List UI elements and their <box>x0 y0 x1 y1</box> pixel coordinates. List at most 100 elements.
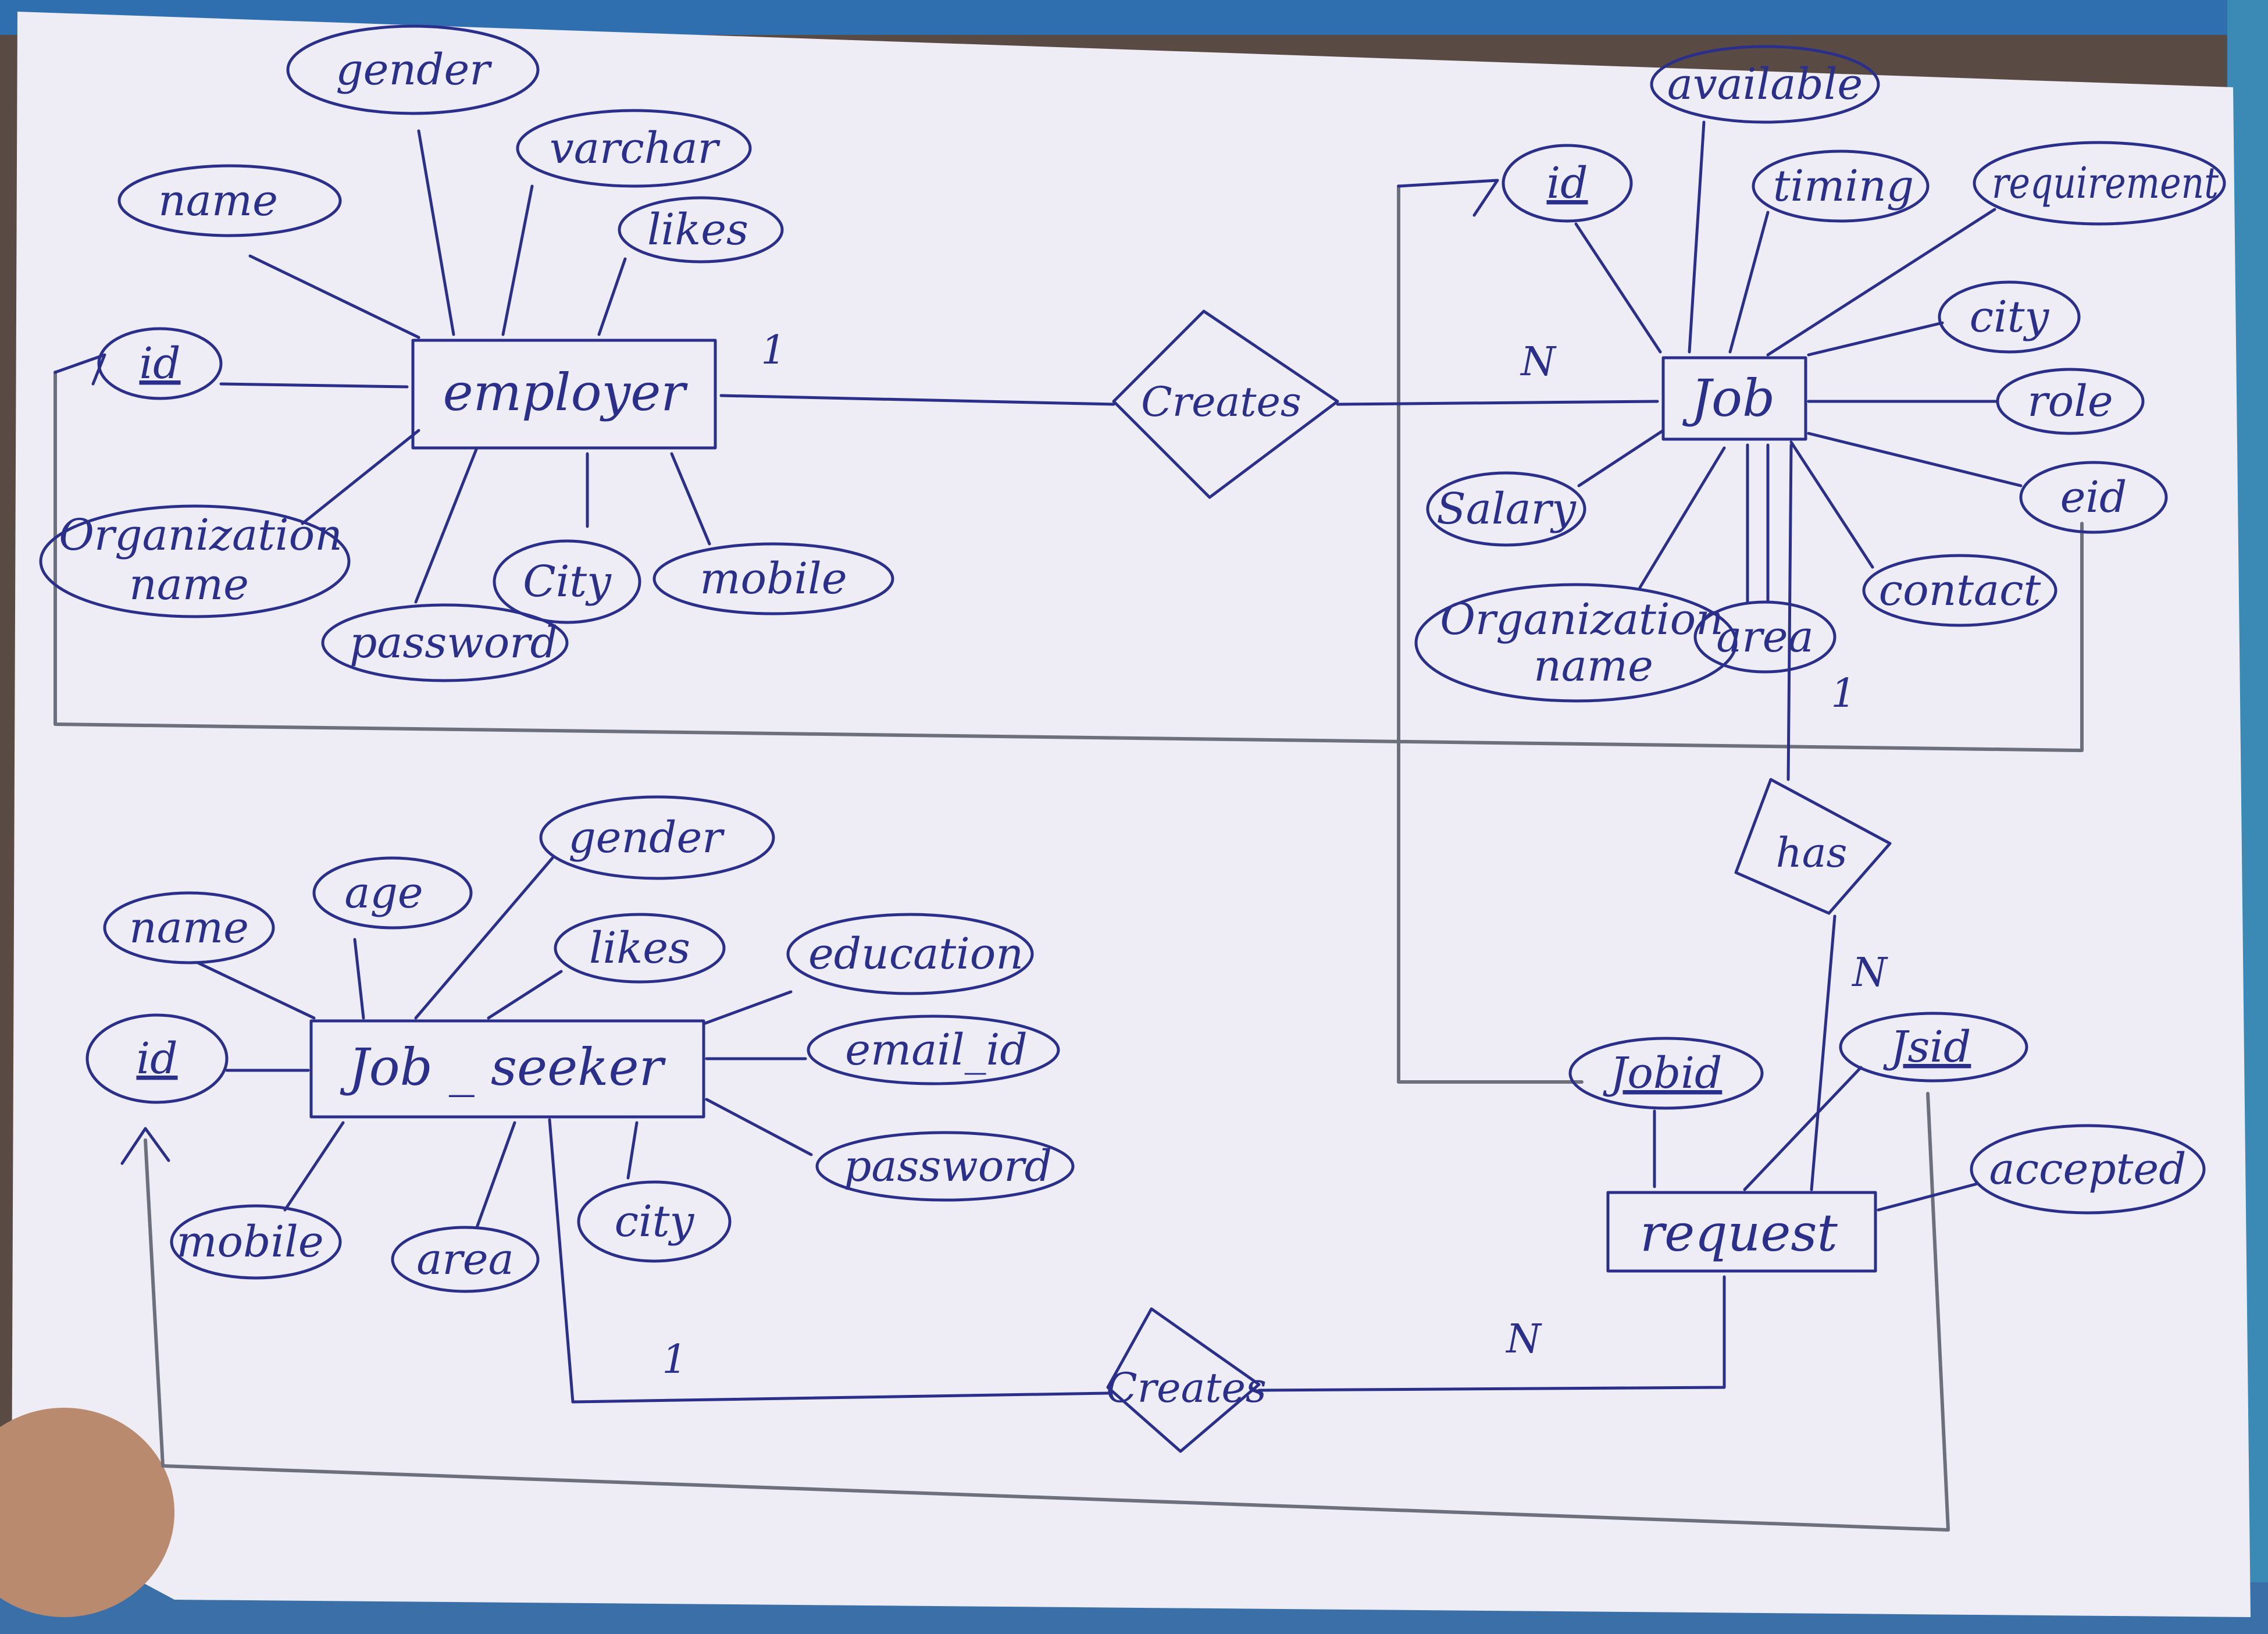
link-job-seeker-area <box>475 1121 516 1229</box>
entity-job-seeker: Job _ seeker <box>309 1019 705 1119</box>
cardinality-has-top: 1 <box>1831 671 1856 717</box>
relationship-creates-bottom-diamond <box>1106 1307 1261 1453</box>
attr-job-seeker-password-label: password <box>844 1141 1052 1191</box>
request-attributes: Jobid Jsid accepted <box>1568 1012 2206 1215</box>
attr-job-seeker-mobile <box>170 1204 342 1280</box>
link-job-city <box>1807 321 1944 357</box>
attr-employer-varchar <box>516 109 752 188</box>
link-employer-varchar <box>501 184 534 336</box>
attr-job-salary-label: Salary <box>1436 484 1577 534</box>
attr-job-role-label: role <box>2027 376 2113 426</box>
attr-job-eid <box>2019 461 2168 534</box>
attr-job-city <box>1938 280 2081 354</box>
entity-job-seeker-box <box>309 1019 705 1119</box>
entity-job-label: Job <box>1682 368 1775 428</box>
cardinality-has-bottom: N <box>1851 950 1888 996</box>
link-job-organization-name <box>1638 446 1726 589</box>
attr-job-seeker-email-id <box>807 1014 1060 1085</box>
link-employer-creates <box>719 394 1115 406</box>
attr-job-seeker-age-label: age <box>344 868 423 918</box>
attr-employer-password <box>321 603 569 682</box>
attr-employer-city-label: City <box>523 557 612 607</box>
pencil-line-job-request <box>1397 184 1584 1084</box>
attr-job-id <box>1502 144 1633 223</box>
entity-request-box <box>1606 1191 1877 1273</box>
arrow-job-id <box>1397 179 1499 217</box>
attr-employer-mobile-label: mobile <box>700 554 847 604</box>
link-request-jsid <box>1743 1066 1863 1191</box>
link-job-seeker-education <box>702 990 793 1026</box>
link-creates-job <box>1336 400 1659 406</box>
attr-job-requirement <box>1973 141 2226 226</box>
relationship-creates-top: Creates 1 N <box>719 309 1659 499</box>
thumb <box>0 1408 174 1617</box>
link-job-seeker-creates <box>548 1118 1110 1404</box>
attr-job-available-label: available <box>1667 59 1863 109</box>
attr-request-jobid-label: Jobid <box>1603 1048 1723 1098</box>
link-employer-organization-name <box>301 429 420 525</box>
attr-job-eid-label: eid <box>2060 472 2127 522</box>
relationship-creates-bottom: Creates 1 N <box>548 1118 1726 1453</box>
link-job-requirement <box>1766 208 1996 357</box>
attr-job-seeker-education-label: education <box>808 929 1024 979</box>
attr-job-timing <box>1752 149 1930 223</box>
employer-attributes: id name gender varchar likes Organizatio… <box>39 24 894 682</box>
relationship-has: has 1 N <box>1734 443 1892 1191</box>
relationship-has-diamond <box>1734 778 1892 915</box>
attr-job-timing-label: timing <box>1773 161 1914 211</box>
attr-job-seeker-gender <box>539 795 775 880</box>
attr-employer-city <box>493 539 641 624</box>
link-job-seeker-gender <box>414 856 554 1020</box>
attr-request-jsid-label: Jsid <box>1883 1022 1971 1072</box>
entity-job-seeker-label: Job _ seeker <box>340 1037 666 1097</box>
attr-request-jobid <box>1568 1037 1764 1110</box>
attr-job-seeker-name <box>103 891 275 964</box>
link-job-id <box>1574 222 1662 354</box>
attr-employer-gender <box>286 24 540 115</box>
job-attributes: id available timing requirement city rol… <box>1397 45 2226 703</box>
attr-employer-likes-label: likes <box>647 205 748 255</box>
attr-job-id-label: id <box>1546 158 1588 208</box>
link-job-seeker-city <box>626 1121 639 1180</box>
link-request-accepted <box>1877 1182 1979 1212</box>
attr-job-seeker-city-label: city <box>615 1197 695 1247</box>
link-job-timing <box>1728 211 1770 354</box>
attr-job-seeker-area-label: area <box>416 1234 513 1284</box>
link-job-salary <box>1577 429 1665 487</box>
cardinality-creates-top-left: 1 <box>761 327 786 373</box>
attr-job-city-label: city <box>1970 292 2050 342</box>
attr-employer-varchar-label: varchar <box>550 123 721 173</box>
attr-job-seeker-likes-label: likes <box>589 923 690 973</box>
cardinality-creates-bottom-right: N <box>1505 1316 1542 1362</box>
attr-job-contact <box>1862 554 2057 627</box>
entity-job-box <box>1661 356 1807 441</box>
relationship-has-label: has <box>1776 829 1848 877</box>
attr-employer-likes <box>618 196 784 264</box>
pencil-line-employer-job <box>54 371 2084 752</box>
link-job-seeker-likes <box>487 970 563 1020</box>
link-employer-gender <box>417 129 455 336</box>
attr-employer-password-label: password <box>350 618 558 668</box>
link-job-contact <box>1789 440 1874 569</box>
link-employer-mobile <box>670 452 711 546</box>
link-job-seeker-password <box>705 1098 813 1156</box>
attr-request-accepted-label: accepted <box>1989 1144 2186 1194</box>
attr-job-seeker-city <box>577 1180 732 1263</box>
attr-job-seeker-id <box>85 1013 229 1104</box>
entity-request: request <box>1606 1191 1877 1273</box>
entity-request-label: request <box>1640 1203 1838 1263</box>
attr-job-seeker-password <box>815 1131 1075 1202</box>
attr-employer-org-name-line2: name <box>129 560 249 610</box>
arrow-job-seeker-id <box>120 1127 170 1165</box>
cardinality-creates-top-right: N <box>1520 339 1557 385</box>
attr-request-accepted <box>1970 1124 2206 1215</box>
link-employer-id <box>219 382 409 389</box>
link-job-seeker-age <box>353 938 365 1020</box>
arrow-employer-id <box>54 353 106 386</box>
entity-employer: employer <box>411 339 717 450</box>
attr-employer-gender-label: gender <box>336 45 493 95</box>
relationship-creates-top-diamond <box>1112 309 1339 499</box>
attr-job-seeker-name-label: name <box>129 903 249 953</box>
